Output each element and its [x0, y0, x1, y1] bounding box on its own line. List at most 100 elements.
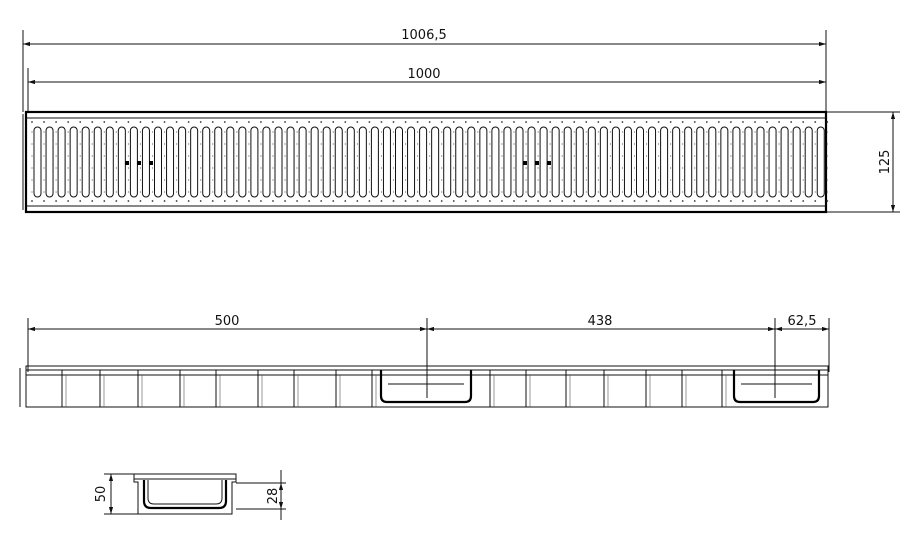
grate-dot [308, 131, 310, 133]
grate-dot [742, 179, 744, 181]
grate-dot [814, 143, 816, 145]
grate-dot [91, 200, 94, 202]
grate-dot [176, 155, 178, 157]
grate-dot [356, 155, 358, 157]
grate-dot [212, 179, 214, 181]
grate-dot [658, 155, 660, 157]
grate-dot [272, 191, 274, 193]
grate-dot [31, 167, 33, 169]
grate-dot [826, 155, 828, 157]
grate-dot [428, 121, 431, 123]
grate-dot [79, 179, 81, 181]
grate-dot [561, 143, 563, 145]
grate-slot [81, 126, 90, 198]
grate-dot [79, 191, 81, 193]
grate-dot [163, 121, 166, 123]
grate-dot [790, 155, 792, 157]
grate-slot [768, 126, 777, 198]
grate-dot [115, 131, 117, 133]
grate-dot [754, 155, 756, 157]
grate-dot [392, 131, 395, 133]
grate-dot [31, 179, 33, 181]
dimension-width: 125 [826, 111, 900, 213]
grate-dot [151, 200, 154, 202]
grate-dot [826, 179, 828, 181]
side-view: 500 438 62,5 [19, 314, 830, 408]
grate-dot [284, 121, 286, 123]
grate-dot-pattern [31, 121, 829, 202]
grate-slot [117, 126, 126, 198]
grate-dot [296, 191, 298, 193]
grate-dot [211, 200, 214, 202]
grate-dot [718, 167, 720, 169]
grate-dot [332, 143, 334, 145]
grate-dot [91, 167, 93, 169]
grate-dot [706, 167, 708, 169]
grate-dot [200, 191, 202, 193]
grate-dot [501, 121, 503, 123]
grate-dot [272, 179, 274, 181]
grate-dot [55, 179, 57, 181]
grate-dot [718, 191, 720, 193]
grate-dot [344, 167, 346, 169]
grate-dot [332, 167, 334, 169]
channel-cross-section [133, 473, 237, 515]
grate-dot [802, 191, 804, 193]
grate-dot [91, 191, 93, 193]
grate-dot [404, 167, 407, 169]
grate-dot [633, 131, 636, 133]
grate-dot [802, 179, 804, 181]
grate-length-label: 1000 [407, 67, 440, 82]
grate-dot [549, 179, 551, 181]
grate-dot [585, 179, 587, 181]
grate-slot [166, 126, 175, 198]
grate-slot [527, 126, 536, 198]
grate-dot [814, 121, 817, 123]
grate-dot [597, 167, 599, 169]
grate-dot [826, 200, 829, 202]
grate-dot [706, 131, 708, 133]
grate-dot [115, 155, 117, 157]
grate-dot [31, 200, 33, 202]
grate-dot [296, 131, 298, 133]
grate-slot [467, 126, 476, 198]
grate-dot [248, 121, 250, 123]
grate-dot [392, 167, 395, 169]
width-label: 125 [878, 150, 893, 175]
grate-dot [718, 143, 720, 145]
grate-dot [151, 121, 154, 123]
grate-dot [525, 155, 527, 157]
grate-slot [45, 126, 54, 198]
grate-slot [395, 126, 403, 198]
grate-dot [127, 179, 129, 181]
grate-dot [404, 121, 407, 123]
grate-slot [599, 126, 608, 198]
grate-dot [717, 121, 720, 123]
grate-dot [585, 121, 588, 123]
grate-slot [780, 126, 789, 198]
grate-slot [190, 126, 199, 198]
grate-dot [682, 167, 684, 169]
grate-dot [91, 131, 93, 133]
grate-dot [525, 121, 527, 123]
grate-dot [621, 200, 624, 202]
grate-dot [561, 131, 563, 133]
grate-slot [563, 126, 572, 198]
grate-dot [778, 200, 780, 202]
grate-dot [392, 155, 395, 157]
grate-dot [464, 121, 467, 123]
grate-dot [766, 143, 768, 145]
grate-dot [260, 167, 262, 169]
grate-dot [669, 121, 672, 123]
grate-dot [441, 179, 443, 181]
grate-dot [718, 131, 720, 133]
grate-dot [175, 121, 178, 123]
grate-dot [163, 155, 166, 157]
grate-dot [55, 143, 57, 145]
grate-dot [272, 200, 274, 202]
grate-dot [344, 143, 346, 145]
grate-dot [573, 191, 575, 193]
grate-dot [826, 143, 828, 145]
grate-dot [67, 143, 69, 145]
grate-dot [766, 167, 768, 169]
